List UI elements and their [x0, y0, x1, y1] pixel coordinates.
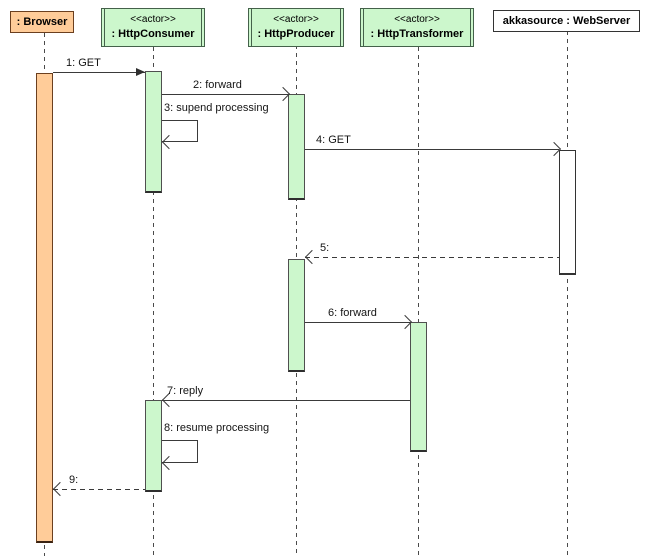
stereotype-label: <<actor>> [273, 14, 319, 25]
message-1-line [53, 72, 145, 73]
message-9-arrowhead-icon [52, 481, 68, 497]
message-8-self-loop [162, 440, 198, 463]
message-6-label: 6: forward [328, 307, 377, 319]
message-5-arrowhead-icon [304, 249, 320, 265]
participant-name: akkasource : WebServer [502, 15, 631, 27]
participant-name: : HttpTransformer [370, 28, 464, 40]
lifeline-transformer [418, 47, 419, 556]
participant-box-browser: : Browser [10, 11, 74, 33]
message-1-arrowhead-icon [136, 68, 145, 76]
participant-name: : Browser [16, 16, 68, 28]
message-3-self-loop [162, 120, 198, 142]
activation-bar-browser [36, 73, 53, 543]
message-9-label: 9: [69, 474, 79, 486]
actor-side-line [340, 9, 341, 46]
activation-bar-webserver [559, 150, 576, 275]
activation-bar-consumer-1 [145, 71, 162, 193]
message-5-label: 5: [320, 242, 330, 254]
stereotype-label: <<actor>> [130, 14, 176, 25]
message-7-line [162, 400, 410, 401]
participant-box-transformer: <<actor>> : HttpTransformer [360, 8, 474, 47]
participant-box-producer: <<actor>> : HttpProducer [248, 8, 344, 47]
message-6-line [305, 322, 410, 323]
activation-bar-producer-1 [288, 94, 305, 200]
stereotype-label: <<actor>> [394, 14, 440, 25]
actor-side-line [201, 9, 202, 46]
lifeline-consumer [153, 47, 154, 556]
activation-bar-producer-2 [288, 259, 305, 372]
message-3-label: 3: supend processing [164, 102, 269, 114]
message-2-line [162, 94, 288, 95]
message-2-label: 2: forward [193, 79, 242, 91]
message-4-label: 4: GET [316, 134, 351, 146]
actor-side-line [470, 9, 471, 46]
message-1-label: 1: GET [66, 57, 101, 69]
message-8-label: 8: resume processing [164, 422, 270, 434]
participant-name: : HttpConsumer [111, 28, 195, 40]
participant-name: : HttpProducer [257, 28, 335, 40]
participant-box-consumer: <<actor>> : HttpConsumer [101, 8, 205, 47]
actor-side-line [363, 9, 364, 46]
activation-bar-transformer [410, 322, 427, 452]
actor-side-line [251, 9, 252, 46]
message-5-line [305, 257, 559, 258]
activation-bar-consumer-2 [145, 400, 162, 492]
message-4-line [305, 149, 559, 150]
message-7-label: 7: reply [167, 385, 204, 397]
actor-side-line [104, 9, 105, 46]
message-9-line [53, 489, 145, 490]
lifeline-webserver [567, 31, 568, 556]
participant-box-webserver: akkasource : WebServer [493, 10, 640, 32]
